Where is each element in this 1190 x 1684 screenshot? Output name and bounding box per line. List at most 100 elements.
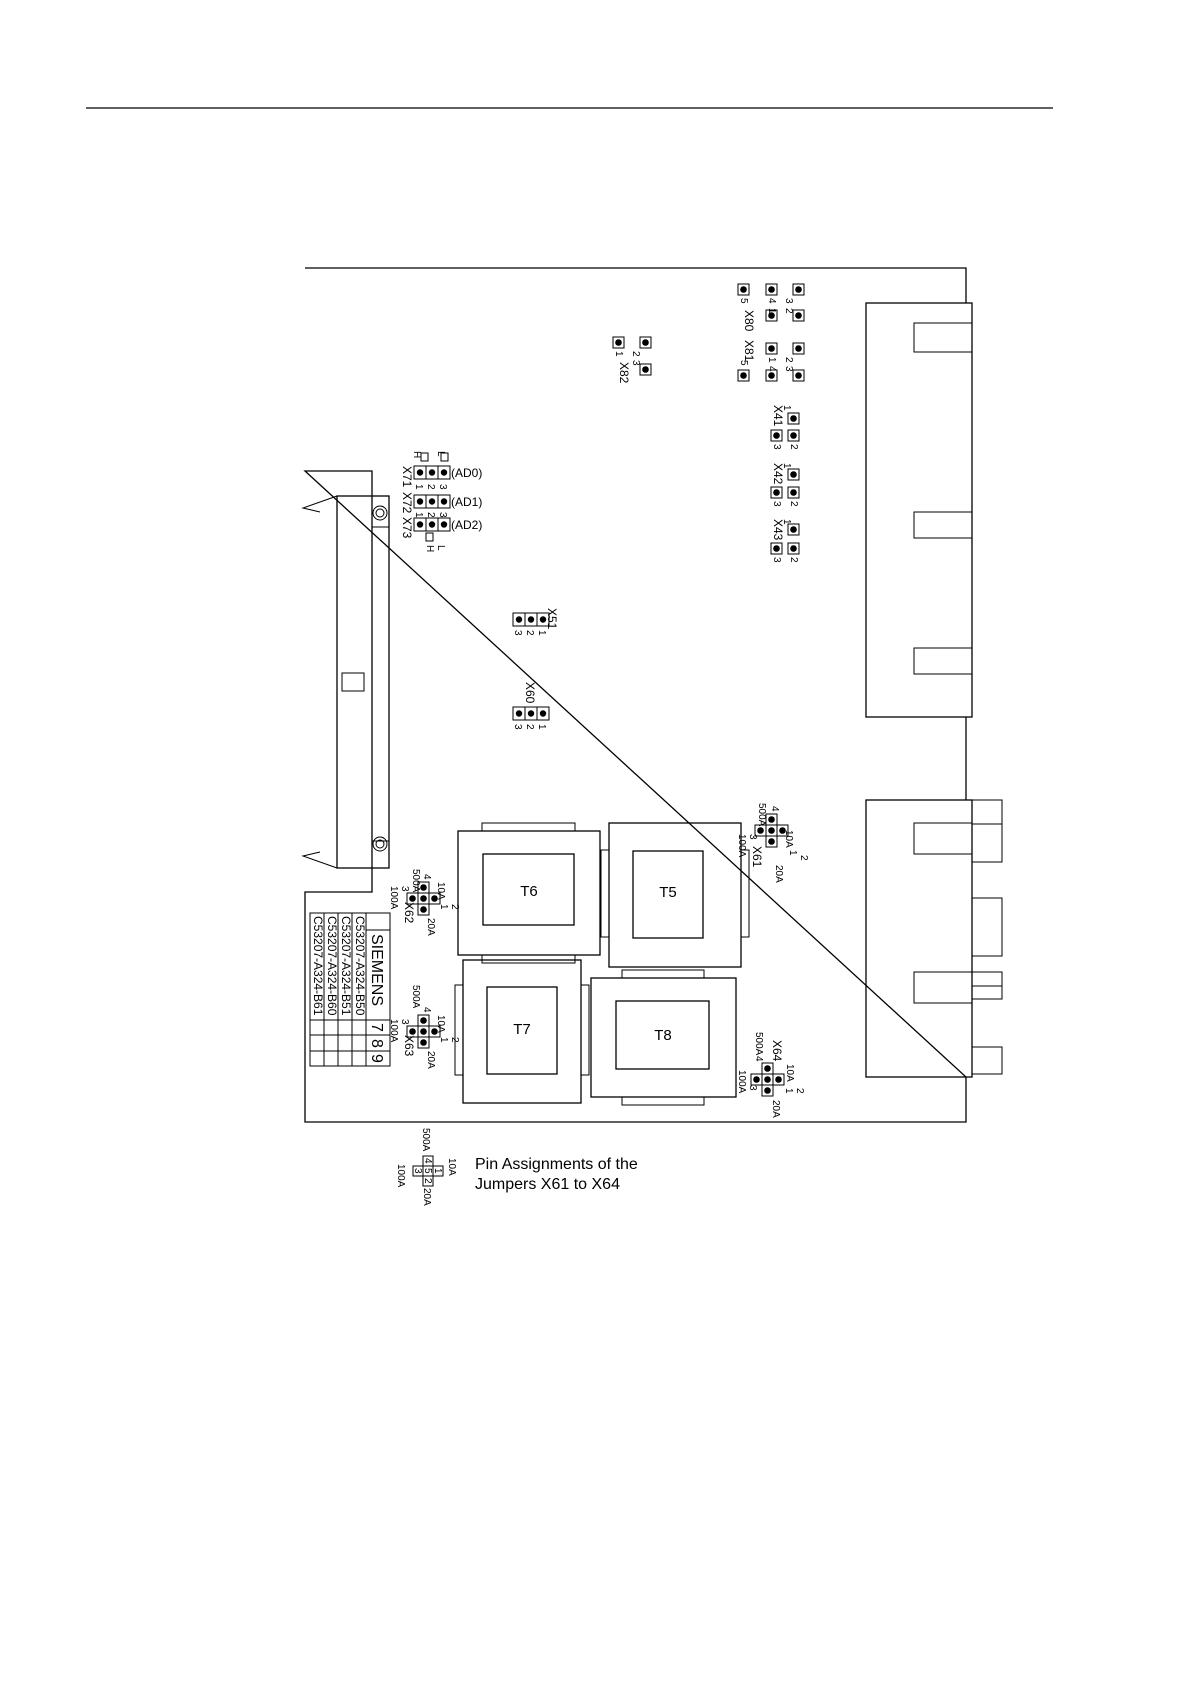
- jumper-x72: 1 2 3 X72 (AD1): [400, 492, 482, 518]
- jumper-x61: 500A 4 10A 1 2 20A 3 100A X61: [736, 803, 809, 883]
- transformer-t8: T8: [590, 969, 737, 1106]
- legend-caption-line1: Pin Assignments of the: [475, 1156, 638, 1173]
- x64-pin4: 4: [753, 1056, 764, 1062]
- l-marker-bottom: L: [435, 545, 446, 551]
- x61-range-10a: 10A: [783, 830, 794, 848]
- x64-label: X64: [770, 1040, 784, 1062]
- legend-range-100a: 100A: [395, 1164, 406, 1188]
- x42-label: X42: [771, 463, 785, 485]
- x81-pin2: 2: [783, 357, 794, 363]
- x60-pin1: 1: [536, 724, 547, 730]
- x81-label: X81: [742, 340, 756, 362]
- x62-label: X62: [402, 902, 416, 924]
- x63-range-500a: 500A: [410, 985, 421, 1009]
- x63-label: X63: [402, 1035, 416, 1057]
- legend-pin4: 4: [422, 1158, 433, 1164]
- x82-label: X82: [617, 362, 631, 384]
- x43-pin1: 1: [781, 519, 792, 525]
- x63-pin1: 1: [438, 1037, 449, 1043]
- transformer-t7-label: T7: [513, 1021, 531, 1038]
- x61-range-20a: 20A: [773, 865, 784, 883]
- x72-pin1: 1: [413, 512, 424, 518]
- x63-range-10a: 10A: [435, 1015, 446, 1033]
- x80-pin2: 2: [783, 308, 794, 314]
- x41-pin1: 1: [781, 405, 792, 411]
- siemens-brand: SIEMENS: [368, 934, 385, 1006]
- x61-range-100a: 100A: [736, 834, 747, 858]
- x60-label: X60: [523, 682, 537, 704]
- jumper-x62: 500A 4 10A 1 2 20A 3 100A X62: [388, 869, 460, 936]
- legend-range-20a: 20A: [421, 1188, 432, 1206]
- x80-label: X80: [742, 310, 756, 332]
- x61-pin4: 4: [769, 806, 780, 812]
- jumper-x64: X64 500A 4 10A 1 2 20A 3 100A: [736, 1032, 805, 1118]
- x64-pin3: 3: [747, 1085, 758, 1091]
- x80-pin5: 5: [738, 298, 749, 304]
- transformer-t5: T5: [600, 822, 750, 968]
- x62-range-10a: 10A: [435, 882, 446, 900]
- jumper-x42: X42 1 2 3: [770, 463, 800, 507]
- x72-pin3: 3: [437, 512, 448, 518]
- x61-pin1: 1: [787, 850, 798, 856]
- legend-pin1: 1: [432, 1168, 443, 1174]
- x63-range-20a: 20A: [425, 1051, 436, 1069]
- x71-pin2: 2: [425, 484, 436, 490]
- x62-pin2: 2: [449, 904, 460, 910]
- x60-pin3: 3: [512, 724, 523, 730]
- connector-upper-right: [865, 302, 973, 718]
- x71-label: X71: [400, 466, 414, 488]
- x61-range-500a: 500A: [756, 803, 767, 827]
- x60-pin2: 2: [524, 724, 535, 730]
- x41-pin2: 2: [788, 444, 799, 450]
- x41-label: X41: [771, 405, 785, 427]
- table-col-8: 8: [368, 1039, 385, 1048]
- legend-caption-line2: Jumpers X61 to X64: [475, 1176, 620, 1193]
- x81-pin3: 3: [783, 366, 794, 372]
- ad0-label: (AD0): [451, 466, 482, 480]
- jumper-x41: X41 1 2 3: [770, 405, 800, 450]
- jumper-x81: X81 5 1 4 2 3: [737, 340, 805, 382]
- legend-pin5: 5: [422, 1168, 433, 1174]
- x82-pin2: 2: [630, 351, 641, 357]
- x81-pin1: 1: [766, 357, 777, 363]
- x61-label: X61: [750, 846, 764, 868]
- board-outline: [303, 267, 967, 1123]
- x62-range-20a: 20A: [425, 918, 436, 936]
- transformer-t8-label: T8: [654, 1027, 672, 1044]
- hl-markers: H L H L: [411, 451, 449, 552]
- x43-pin2: 2: [788, 557, 799, 563]
- table-col-7: 7: [368, 1023, 385, 1032]
- jumper-x51: 3 2 1 X51: [512, 608, 559, 636]
- x51-pin1: 1: [536, 630, 547, 636]
- x61-pin3: 3: [747, 834, 758, 840]
- x64-pin2: 2: [794, 1088, 805, 1094]
- x62-range-100a: 100A: [388, 886, 399, 910]
- x64-range-20a: 20A: [770, 1100, 781, 1118]
- x51-pin2: 2: [524, 630, 535, 636]
- x42-pin3: 3: [771, 501, 782, 507]
- transformer-t5-label: T5: [659, 884, 677, 901]
- connector-lower-right: [865, 799, 1003, 1078]
- table-col-9: 9: [368, 1054, 385, 1063]
- x61-pin2: 2: [798, 855, 809, 861]
- x71-pin3: 3: [437, 484, 448, 490]
- jumper-x73: X73 (AD2): [400, 517, 482, 539]
- x63-range-100a: 100A: [388, 1019, 399, 1043]
- x80-pin1: 1: [766, 308, 777, 314]
- legend-range-500a: 500A: [420, 1128, 431, 1152]
- x72-label: X72: [400, 492, 414, 514]
- legend-pin3: 3: [412, 1168, 423, 1174]
- jumper-x80: 5 4 1 3 2 X80: [737, 283, 805, 332]
- x43-pin3: 3: [771, 557, 782, 563]
- x51-pin3: 3: [512, 630, 523, 636]
- x81-pin5: 5: [738, 360, 749, 366]
- transformer-t6: T6: [457, 822, 601, 964]
- jumper-x71: 1 2 3 X71 (AD0): [400, 465, 482, 490]
- x62-pin1: 1: [438, 904, 449, 910]
- x64-pin1: 1: [783, 1088, 794, 1094]
- x63-pin4: 4: [421, 1007, 432, 1013]
- x71-pin1: 1: [413, 484, 424, 490]
- part-number-b50: C53207-A324-B50: [353, 916, 367, 1016]
- part-number-b51: C53207-A324-B51: [339, 916, 353, 1016]
